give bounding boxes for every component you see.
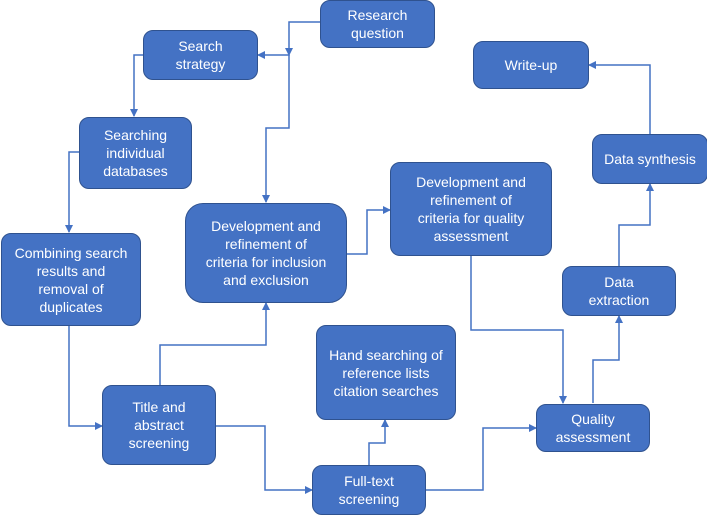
node-research-question: Research question: [320, 0, 435, 48]
node-full-text: Full-text screening: [312, 465, 426, 515]
connector-title-to-fulltext: [216, 425, 313, 494]
node-search-strategy: Search strategy: [143, 30, 258, 80]
connector-fulltext-to-hand: [365, 419, 389, 472]
connector-title-to-inclusion: [156, 302, 270, 391]
node-quality-criteria: Development and refinement of criteria f…: [390, 162, 552, 256]
connector-fulltext-to-quality: [426, 424, 537, 491]
node-combining-results: Combining search results and removal of …: [1, 233, 141, 326]
node-write-up: Write-up: [473, 41, 589, 89]
node-data-extraction: Data extraction: [562, 266, 676, 316]
connector-databases-to-combining: [65, 151, 79, 233]
connector-trunk-to-inclusion: [262, 48, 293, 203]
connector-strategy-to-databases: [130, 54, 143, 117]
connector-criteria-to-quality: [470, 256, 567, 404]
connector-quality-to-extraction: [592, 315, 623, 403]
node-data-synthesis: Data synthesis: [592, 134, 707, 184]
connector-extraction-to-synthesis: [618, 183, 654, 266]
node-quality-assessment: Quality assessment: [536, 404, 650, 452]
node-inclusion-criteria: Development and refinement of criteria f…: [185, 203, 347, 303]
connector-synthesis-to-writeup: [588, 61, 651, 134]
node-hand-searching: Hand searching of reference lists citati…: [316, 325, 456, 420]
connector-combining-to-title: [68, 326, 103, 430]
connector-research-to-search: [257, 18, 327, 59]
node-title-abstract: Title and abstract screening: [102, 385, 216, 465]
node-searching-databases: Searching individual databases: [79, 117, 192, 189]
connector-inclusion-to-quality-criteria: [347, 206, 391, 255]
